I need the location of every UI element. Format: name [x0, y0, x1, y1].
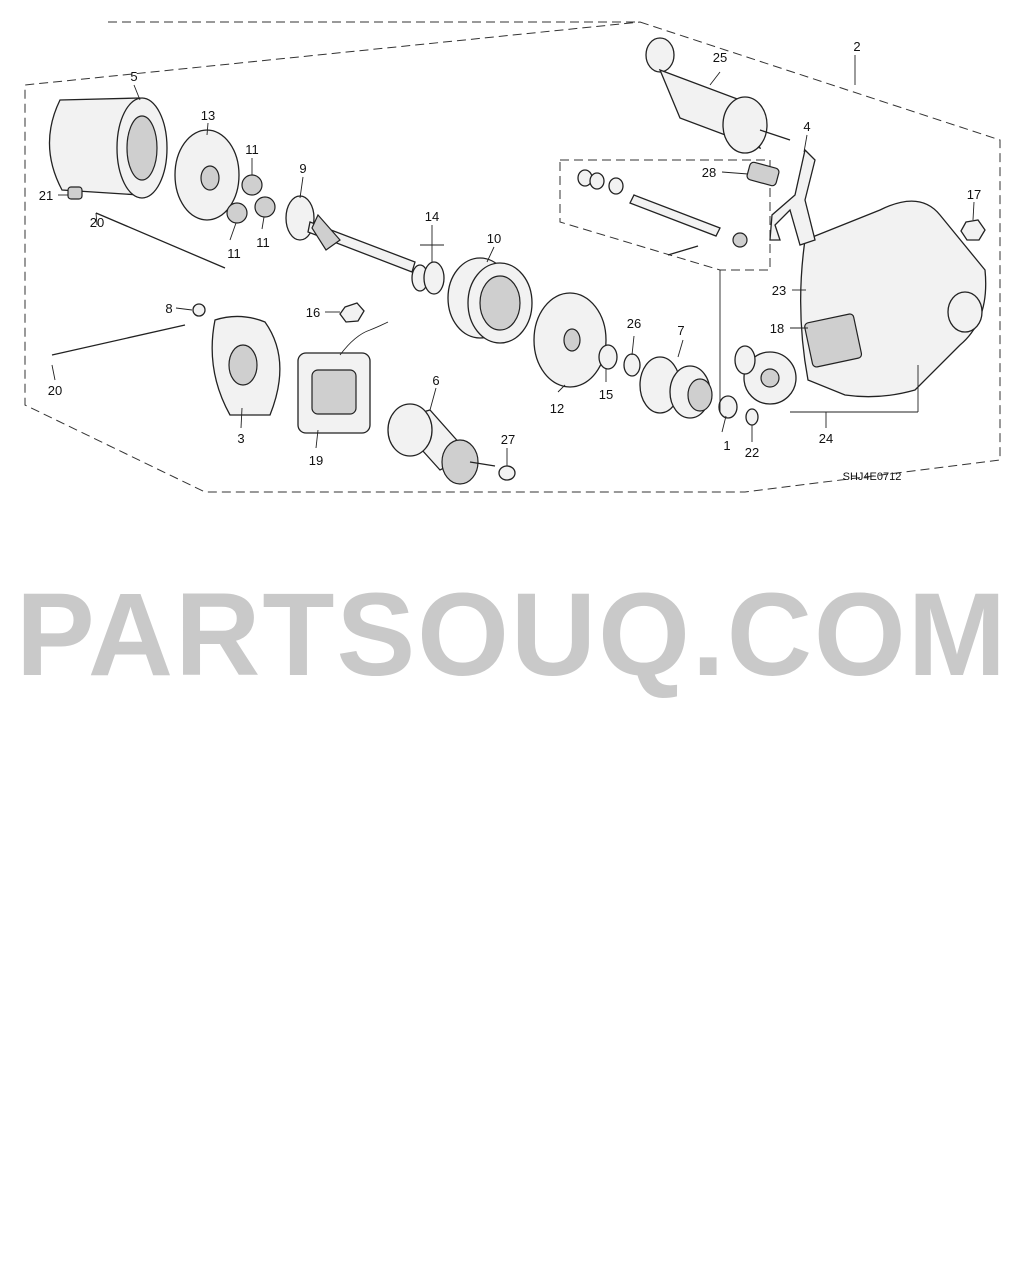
solenoid [645, 37, 791, 154]
sub-assembly-outline [559, 159, 771, 271]
internal-gear [447, 257, 533, 344]
callout-20-upper: 20 [90, 215, 104, 230]
callout-3: 3 [237, 431, 244, 446]
callout-8: 8 [165, 301, 172, 316]
callout-16: 16 [306, 305, 320, 320]
nut [339, 302, 365, 323]
armature [387, 403, 496, 485]
callout-11-b: 11 [227, 246, 241, 261]
bushing [67, 186, 83, 200]
callout-1: 1 [723, 438, 730, 453]
insulator-plate [174, 129, 240, 221]
shift-lever [769, 148, 816, 246]
idler-gear [734, 345, 797, 405]
yoke-housing [48, 97, 168, 199]
snap-ring [623, 353, 641, 377]
callout-28: 28 [702, 165, 716, 180]
gear-housing [800, 200, 987, 398]
through-bolt-lower [51, 324, 186, 356]
exploded-parts-diagram: 1 2 3 4 5 6 7 8 9 10 11 11 11 12 13 14 1… [24, 21, 1001, 493]
through-bolt-upper [95, 212, 226, 269]
washers [411, 261, 445, 295]
callout-7: 7 [677, 323, 684, 338]
housing-nut [960, 219, 986, 241]
callout-23: 23 [772, 283, 786, 298]
end-cover [211, 315, 281, 416]
callout-9: 9 [299, 161, 306, 176]
callout-25: 25 [713, 50, 727, 65]
watermark: PARTSOUQ.COM [15, 569, 1009, 701]
thrust-washer [498, 465, 516, 481]
pinion-clutch [639, 356, 713, 419]
screw [192, 303, 206, 317]
callout-labels: 1 2 3 4 5 6 7 8 9 10 11 11 11 12 13 14 1… [39, 39, 981, 483]
circlip [745, 408, 759, 426]
collar [718, 395, 738, 419]
diagram-code: SHJ4E0712 [843, 471, 902, 483]
callout-14: 14 [425, 209, 439, 224]
holder [746, 161, 780, 187]
callout-12: 12 [550, 401, 564, 416]
callout-5: 5 [130, 69, 137, 84]
plunger-shaft [577, 169, 748, 256]
callout-20-lower: 20 [48, 383, 62, 398]
callout-24: 24 [819, 431, 833, 446]
callout-11-a: 11 [245, 142, 259, 157]
stop-ring [598, 344, 618, 370]
leader-lines [51, 55, 975, 466]
callout-6: 6 [432, 373, 439, 388]
gear-plate [533, 292, 607, 388]
callout-21: 21 [39, 188, 53, 203]
callout-22: 22 [745, 445, 759, 460]
callout-10: 10 [487, 231, 501, 246]
callout-26: 26 [627, 316, 641, 331]
brush-holder [297, 321, 389, 434]
callout-19: 19 [309, 453, 323, 468]
assembly-outline [24, 21, 1001, 493]
callout-2: 2 [853, 39, 860, 54]
callout-18: 18 [770, 321, 784, 336]
callout-27: 27 [501, 432, 515, 447]
callout-13: 13 [201, 108, 215, 123]
callout-11-c: 11 [256, 235, 270, 250]
callout-4: 4 [803, 119, 810, 134]
callout-17: 17 [967, 187, 981, 202]
output-shaft [285, 195, 416, 273]
callout-15: 15 [599, 387, 613, 402]
